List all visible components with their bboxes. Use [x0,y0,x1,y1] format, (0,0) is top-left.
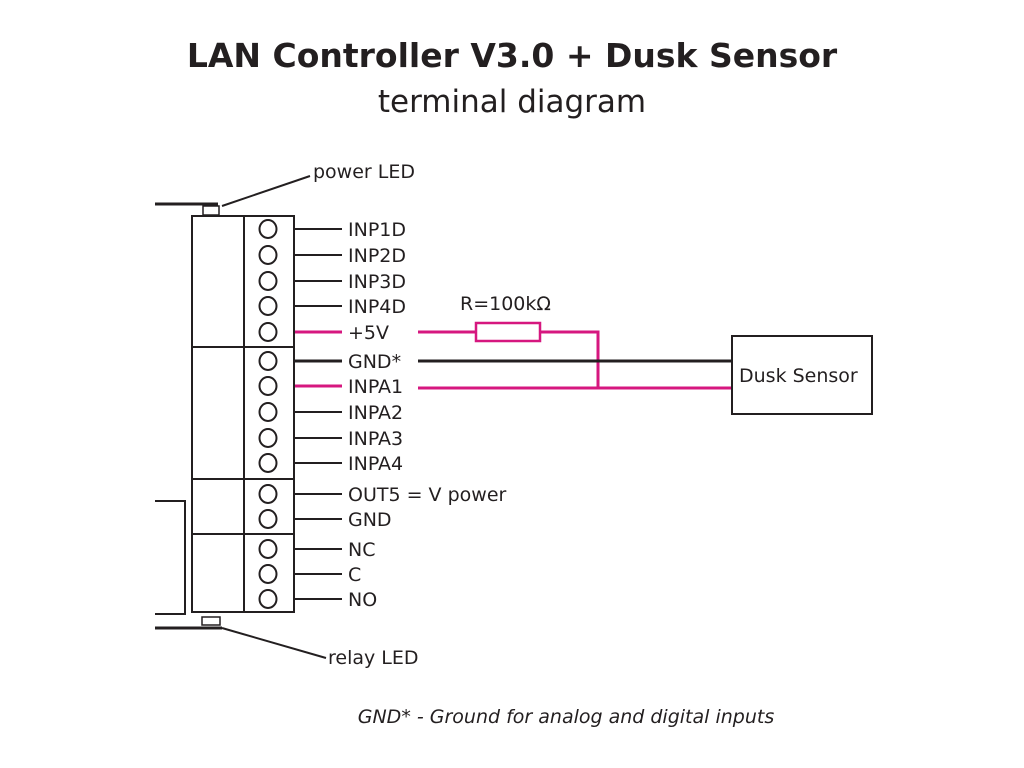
terminal: NO [258,589,377,611]
terminal: INPA4 [258,453,403,475]
terminal: OUT5 = V power [258,484,507,506]
power-led-label: power LED [313,161,415,183]
terminal: GND [258,509,392,531]
terminal-screw-icon [258,245,278,265]
terminal-screw-icon [258,402,278,422]
terminal-screw-icon [258,219,278,239]
power-led-leader [221,175,311,207]
terminal: INPA2 [258,402,403,424]
terminal-screw-icon [258,539,278,559]
terminal: INP2D [258,245,406,267]
terminal-screw-icon [258,453,278,473]
terminal: GND* [258,351,401,373]
terminal: INPA1 [258,376,403,398]
terminal-screw-icon [258,509,278,529]
resistor-symbol [474,321,542,343]
diagram-subtitle: terminal diagram [377,84,647,120]
terminal-screw-icon [258,484,278,504]
relay-led-label: relay LED [328,647,419,669]
terminal-label: INP3D [348,271,406,293]
board-bracket [155,500,186,615]
terminal: NC [258,539,375,561]
terminal-label: INPA3 [348,428,403,450]
terminal-label: NO [348,589,377,611]
terminal-label: INP2D [348,245,406,267]
terminal: INP3D [258,271,406,293]
terminal-label: GND* [348,351,401,373]
terminal-label: NC [348,539,375,561]
resistor-label: R=100kΩ [460,293,551,315]
relay-led-leader [221,627,327,659]
terminal-label: +5V [348,322,389,344]
terminal: INP4D [258,296,406,318]
terminal: INPA3 [258,428,403,450]
terminal: INP1D [258,219,406,241]
relay-led-icon [201,616,221,626]
power-led-icon [202,205,220,216]
diagram-title: LAN Controller V3.0 + Dusk Sensor [186,36,838,75]
terminal-screw-icon [258,271,278,291]
dusk-sensor-box [731,335,873,415]
terminal-label: GND [348,509,392,531]
footnote: GND* - Ground for analog and digital inp… [357,706,775,728]
terminal-screw-icon [258,322,278,342]
terminal-label: INPA4 [348,453,403,475]
dusk-sensor-label: Dusk Sensor [739,365,858,387]
sensor-wiring [418,321,873,415]
terminal-label: INP4D [348,296,406,318]
terminal-label: INPA2 [348,402,403,424]
terminal-screw-icon [258,564,278,584]
terminal-label: INPA1 [348,376,403,398]
terminal-screw-icon [258,376,278,396]
terminal-screw-icon [258,428,278,448]
terminal-screw-icon [258,296,278,316]
controller-block [155,175,327,659]
terminal-label: C [348,564,361,586]
terminal: C [258,564,361,586]
wire-5v-right [540,330,600,388]
terminal-screw-icon [258,589,278,609]
terminal-label: INP1D [348,219,406,241]
terminal-screw-icon [258,351,278,371]
terminal-label: OUT5 = V power [348,484,507,506]
terminal: +5V [258,322,389,344]
terminal-list: INP1D INP2D INP3D INP4D +5V GND* INPA1INPA2INP… [258,219,507,611]
